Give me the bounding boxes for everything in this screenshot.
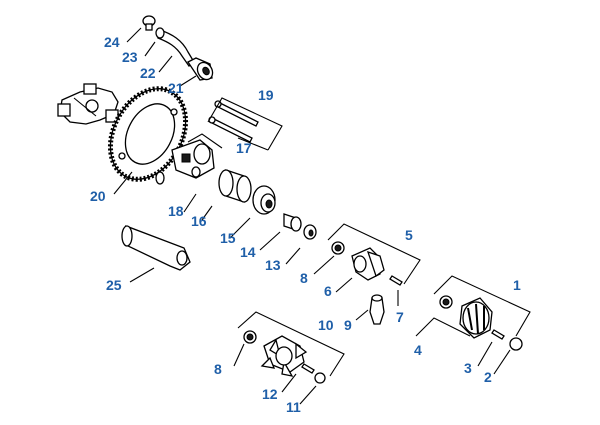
callout-22: 22 — [140, 65, 156, 81]
stem-part-8-lower — [243, 330, 257, 344]
callout-2: 2 — [484, 369, 492, 385]
callout-labels: 1 2 3 4 5 6 7 8 9 10 11 12 13 14 15 16 1… — [90, 34, 521, 415]
screw-part-12 — [301, 363, 315, 374]
callout-7: 7 — [396, 309, 404, 325]
shower-arm-part-22 — [155, 27, 195, 67]
callout-8-upper: 8 — [300, 270, 308, 286]
callout-12: 12 — [262, 386, 278, 402]
callout-10: 10 — [318, 317, 334, 333]
callout-3: 3 — [464, 360, 472, 376]
button-part-2 — [509, 337, 523, 351]
lever-handle-assembly-part-5 — [331, 241, 403, 325]
callout-15: 15 — [220, 230, 236, 246]
callout-9: 9 — [344, 317, 352, 333]
callout-4: 4 — [414, 342, 422, 358]
knob-part-1 — [459, 297, 493, 339]
callout-1: 1 — [513, 277, 521, 293]
callout-23: 23 — [122, 49, 138, 65]
knob-handle-assembly-part-1 — [439, 295, 523, 351]
callout-24: 24 — [104, 34, 120, 50]
seal-part-18 — [191, 166, 201, 178]
sleeve-part-16 — [218, 169, 252, 203]
stem-part-8-upper — [331, 241, 345, 255]
nut-part-15 — [252, 185, 276, 215]
washer-part-13 — [303, 224, 317, 240]
shower-flange-part-24 — [142, 15, 156, 31]
callout-13: 13 — [265, 257, 281, 273]
callout-21: 21 — [168, 80, 184, 96]
group-brackets — [187, 97, 531, 377]
button-part-11 — [314, 372, 326, 384]
lever-handle-part-6 — [351, 247, 385, 281]
screw-part-7 — [389, 275, 403, 286]
callout-8-lower: 8 — [214, 361, 222, 377]
callout-17: 17 — [236, 140, 252, 156]
shower-head-assembly — [142, 15, 214, 81]
cartridge-part-17 — [155, 139, 215, 185]
screw-part-3 — [491, 329, 505, 340]
valve-body — [57, 83, 119, 125]
stem-adapter-part-4 — [439, 295, 453, 309]
callout-18: 18 — [168, 203, 184, 219]
cross-handle-assembly-part-10 — [243, 330, 326, 384]
callout-19: 19 — [258, 87, 274, 103]
callout-20: 20 — [90, 188, 106, 204]
adapter-part-14 — [283, 213, 302, 232]
callout-16: 16 — [191, 213, 207, 229]
tub-spout-part-25 — [121, 225, 191, 271]
callout-5: 5 — [405, 227, 413, 243]
callout-25: 25 — [106, 277, 122, 293]
callout-11: 11 — [286, 399, 301, 415]
shower-head-part-21 — [187, 57, 214, 81]
leader-lines — [113, 27, 511, 405]
cross-handle-part — [260, 335, 308, 377]
callout-6: 6 — [324, 283, 332, 299]
callout-14: 14 — [240, 244, 256, 260]
index-part-9 — [369, 294, 385, 325]
